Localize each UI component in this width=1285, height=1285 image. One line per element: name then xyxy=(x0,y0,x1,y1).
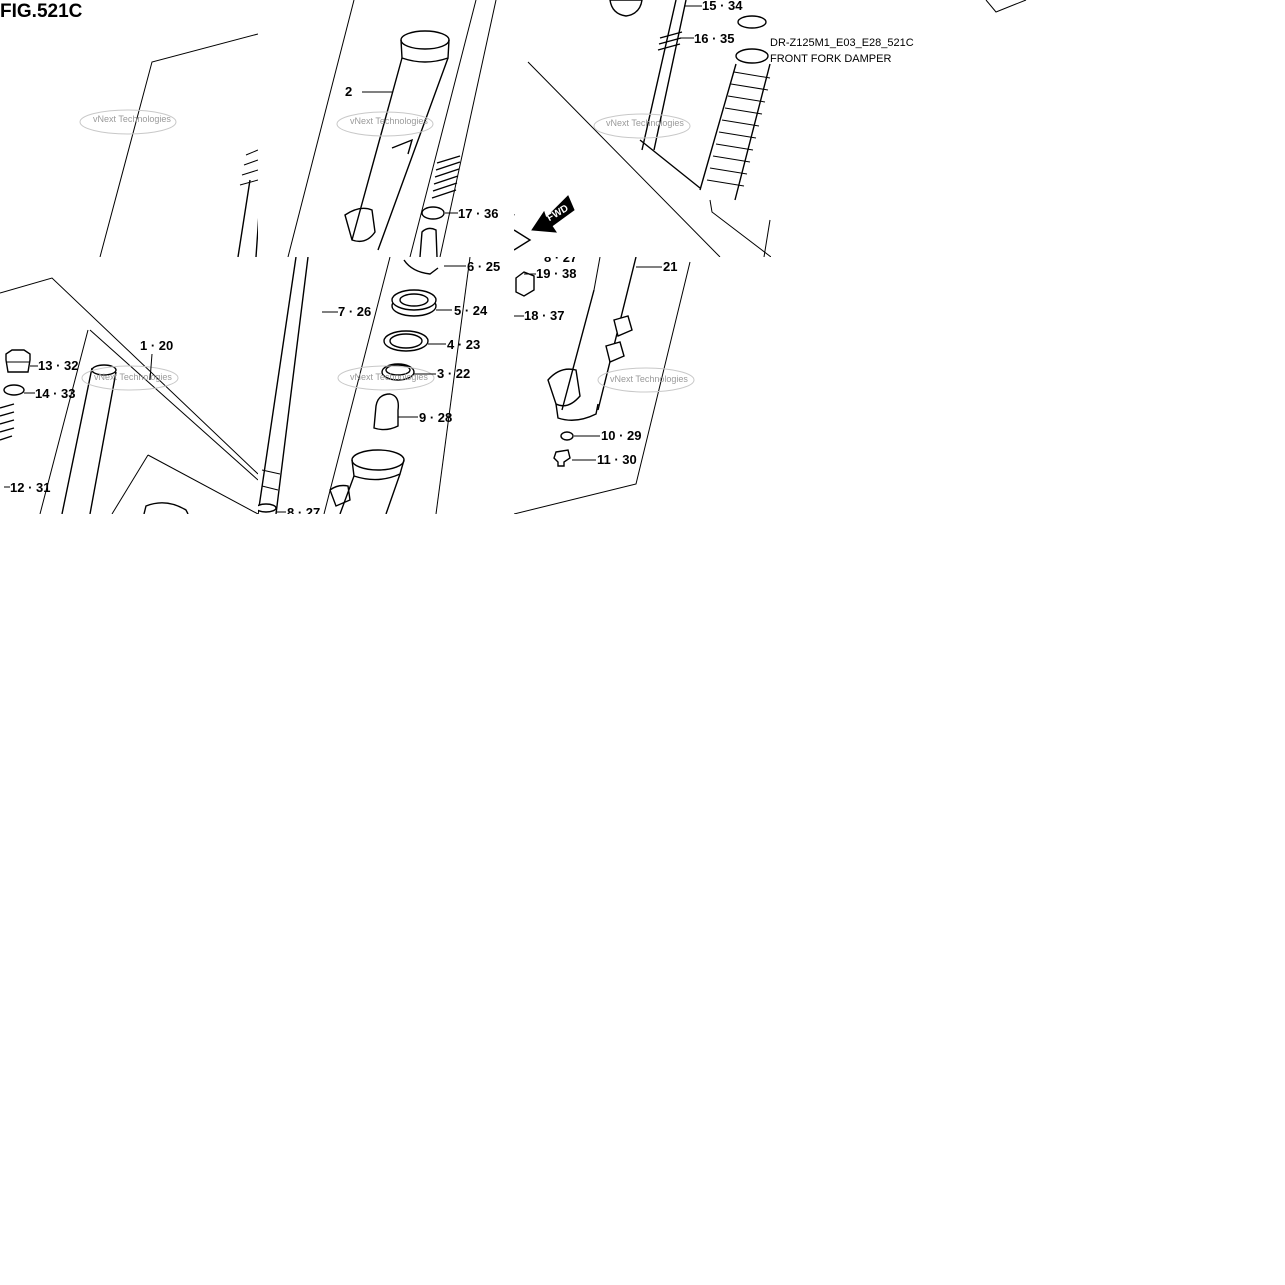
callout-14-33: 14 · 33 xyxy=(35,386,75,401)
ring-part-17 xyxy=(421,206,445,220)
callout-3-22: 3 · 22 xyxy=(437,366,470,381)
watermark-text: vNext Technologies xyxy=(350,372,428,382)
washer-part-10 xyxy=(560,431,574,441)
callout-2: 2 xyxy=(345,84,352,99)
tile-bottom-middle: vNext Technologies 7 · 26 6 · 25 5 · 24 … xyxy=(258,257,500,520)
fork-boot-part xyxy=(699,15,771,201)
spring-part xyxy=(431,155,461,199)
callout-18-37: 18 · 37 xyxy=(524,308,564,323)
callout-4-23: 4 · 23 xyxy=(447,337,480,352)
figure-code: DR-Z125M1_E03_E28_521C xyxy=(770,37,914,49)
cap-bolt-part-13 xyxy=(5,349,31,373)
outer-tube-bottom xyxy=(329,449,405,514)
watermark-text: vNext Technologies xyxy=(94,372,172,382)
outer-tube-part-2 xyxy=(344,30,450,251)
callout-6-25: 6 · 25 xyxy=(467,259,500,274)
tile-bottom-left: vNext Technologies 1 · 20 13 · 32 14 · 3… xyxy=(0,277,258,514)
bolt-part-11 xyxy=(553,449,571,467)
tile-top-left: vNext Technologies xyxy=(79,33,258,257)
tile-bottom-right: vNext Technologies 8 · 27 19 · 38 18 · 3… xyxy=(514,250,695,514)
callout-8-27-lower: 8 · 27 xyxy=(287,505,320,520)
tile-top-middle: vNext Technologies 2 17 · 36 xyxy=(287,0,498,257)
outer-tube-part-21 xyxy=(547,257,637,421)
figure-title: FIG.521C xyxy=(0,1,83,22)
bolt-part-19 xyxy=(515,271,535,297)
bushing-part-3 xyxy=(381,363,415,381)
oil-lock-piece-part-9 xyxy=(373,393,400,431)
inner-tube-part-7 xyxy=(258,257,309,514)
watermark-text: vNext Technologies xyxy=(93,114,171,124)
spring-part-12 xyxy=(0,403,15,441)
callout-5-24: 5 · 24 xyxy=(454,303,488,318)
cap-part xyxy=(609,0,643,17)
callout-7-26: 7 · 26 xyxy=(338,304,371,319)
callout-8-27-upper: 8 · 27 xyxy=(544,250,577,265)
callout-19-38: 19 · 38 xyxy=(536,266,576,281)
oil-seal-part-5 xyxy=(391,289,437,317)
watermark-text: vNext Technologies xyxy=(350,116,428,126)
fwd-arrow: FWD xyxy=(531,195,575,233)
watermark-text: vNext Technologies xyxy=(606,118,684,128)
damper-rod-part xyxy=(641,0,687,151)
callout-21: 21 xyxy=(663,259,677,274)
callout-9-28: 9 · 28 xyxy=(419,410,452,425)
spacer-part-4 xyxy=(383,330,429,352)
callout-12-31: 12 · 31 xyxy=(10,480,50,495)
callout-16-35: 16 · 35 xyxy=(694,31,734,46)
watermark-text: vNext Technologies xyxy=(610,374,688,384)
callout-13-32: 13 · 32 xyxy=(38,358,78,373)
callout-17-36: 17 · 36 xyxy=(458,206,498,221)
damper-rod-part xyxy=(419,227,438,257)
callout-10-29: 10 · 29 xyxy=(601,428,641,443)
figure-name: FRONT FORK DAMPER xyxy=(770,53,891,65)
o-ring-part-14 xyxy=(3,384,25,396)
circlip-part-6 xyxy=(403,259,439,275)
callout-15-34: 15 · 34 xyxy=(702,0,743,13)
diagram-fragment xyxy=(985,0,1027,13)
callout-11-30: 11 · 30 xyxy=(597,452,637,467)
callout-1-20: 1 · 20 xyxy=(140,338,173,353)
tile-top-right: FWD vNext Technologies 15 · 34 16 · 35 xyxy=(514,0,771,257)
